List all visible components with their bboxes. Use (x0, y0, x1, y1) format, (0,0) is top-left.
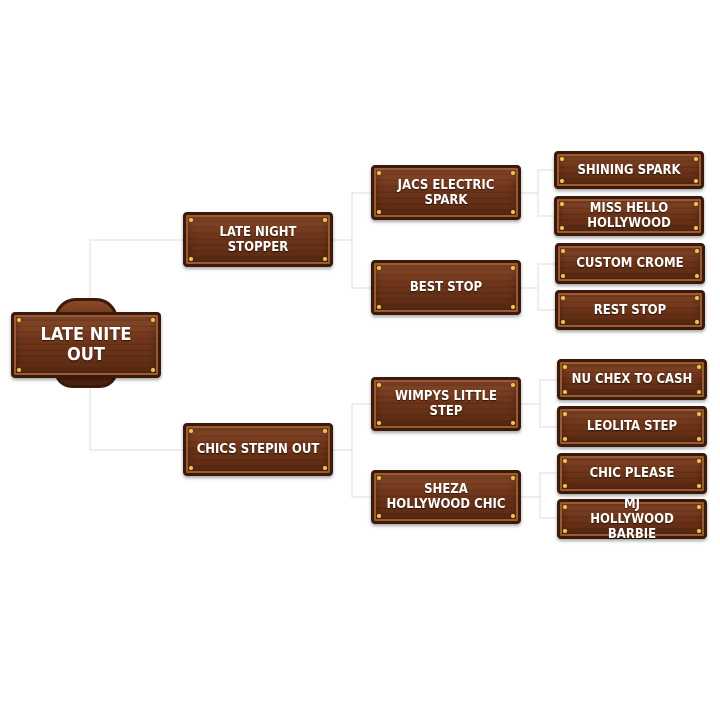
nail-decoration (697, 365, 701, 369)
nail-decoration (561, 274, 565, 278)
level3-label: NU CHEX TO CASH (571, 372, 693, 387)
nail-decoration (695, 274, 699, 278)
level2-sign: WIMPYS LITTLE STEP (371, 377, 521, 431)
nail-decoration (377, 305, 381, 309)
nail-decoration (695, 320, 699, 324)
connector-l2c-l3 (521, 379, 557, 428)
level1-sign: LATE NIGHT STOPPER (183, 212, 333, 267)
nail-decoration (511, 171, 515, 175)
level3-sign: MJ HOLLYWOOD BARBIE (557, 496, 707, 542)
level3-label: CHIC PLEASE (589, 466, 675, 481)
nail-decoration (377, 514, 381, 518)
root-label: LATE NITE OUT (40, 324, 132, 365)
level3-sign: REST STOP (555, 290, 705, 330)
nail-decoration (151, 318, 155, 322)
nail-decoration (377, 383, 381, 387)
nail-decoration (511, 514, 515, 518)
nail-decoration (323, 218, 327, 222)
nail-decoration (511, 476, 515, 480)
nail-decoration (189, 466, 193, 470)
nail-decoration (189, 257, 193, 261)
level3-sign: CUSTOM CROME (555, 243, 705, 284)
level3-label: LEOLITA STEP (586, 419, 678, 434)
level2-label: WIMPYS LITTLE STEP (395, 389, 497, 419)
nail-decoration (560, 226, 564, 230)
level3-label: CUSTOM CROME (576, 256, 684, 271)
level3-sign: LEOLITA STEP (557, 406, 707, 447)
nail-decoration (563, 505, 567, 509)
nail-decoration (563, 529, 567, 533)
connector-l2d-l3 (521, 472, 557, 519)
level3-sign: MISS HELLO HOLLYWOOD (554, 196, 704, 236)
level2-label: SHEZA HOLLYWOOD CHIC (386, 482, 506, 512)
connector-l2b-l3 (521, 263, 555, 311)
nail-decoration (17, 368, 21, 372)
nail-decoration (694, 226, 698, 230)
nail-decoration (697, 412, 701, 416)
connector-l2a-l3 (521, 169, 555, 217)
connector-root-l1a (89, 239, 184, 318)
nail-decoration (695, 249, 699, 253)
nail-decoration (189, 218, 193, 222)
connector-root-l1b (89, 372, 184, 451)
nail-decoration (563, 412, 567, 416)
nail-decoration (323, 466, 327, 470)
nail-decoration (377, 476, 381, 480)
nail-decoration (560, 157, 564, 161)
level1-label: CHICS STEPIN OUT (196, 442, 320, 457)
level3-sign: NU CHEX TO CASH (557, 359, 707, 400)
nail-decoration (511, 383, 515, 387)
nail-decoration (694, 202, 698, 206)
nail-decoration (694, 157, 698, 161)
nail-decoration (697, 529, 701, 533)
nail-decoration (697, 437, 701, 441)
nail-decoration (563, 437, 567, 441)
level2-label: BEST STOP (409, 280, 483, 295)
nail-decoration (560, 179, 564, 183)
level3-label: MJ HOLLYWOOD BARBIE (590, 496, 674, 542)
nail-decoration (511, 210, 515, 214)
nail-decoration (563, 365, 567, 369)
level3-sign: SHINING SPARK (554, 151, 704, 189)
nail-decoration (377, 210, 381, 214)
nail-decoration (563, 459, 567, 463)
nail-decoration (697, 484, 701, 488)
root-sign: LATE NITE OUT (11, 312, 161, 378)
nail-decoration (323, 257, 327, 261)
nail-decoration (189, 429, 193, 433)
nail-decoration (694, 179, 698, 183)
level1-label: LATE NIGHT STOPPER (219, 224, 297, 255)
nail-decoration (561, 296, 565, 300)
nail-decoration (511, 421, 515, 425)
connector-l1a-l2 (333, 192, 372, 289)
level3-label: SHINING SPARK (577, 162, 681, 178)
level1-sign: CHICS STEPIN OUT (183, 423, 333, 476)
nail-decoration (377, 171, 381, 175)
nail-decoration (560, 202, 564, 206)
nail-decoration (377, 266, 381, 270)
nail-decoration (697, 505, 701, 509)
level3-label: MISS HELLO HOLLYWOOD (587, 201, 671, 231)
nail-decoration (323, 429, 327, 433)
nail-decoration (561, 320, 565, 324)
nail-decoration (17, 318, 21, 322)
nail-decoration (563, 390, 567, 394)
level2-sign: SHEZA HOLLYWOOD CHIC (371, 470, 521, 524)
connector-l1b-l2 (333, 403, 372, 498)
nail-decoration (563, 484, 567, 488)
nail-decoration (377, 421, 381, 425)
nail-decoration (561, 249, 565, 253)
level2-sign: BEST STOP (371, 260, 521, 315)
level3-sign: CHIC PLEASE (557, 453, 707, 494)
level3-label: REST STOP (593, 302, 667, 318)
level2-sign: JACS ELECTRIC SPARK (371, 165, 521, 220)
level2-label: JACS ELECTRIC SPARK (397, 177, 495, 208)
nail-decoration (697, 390, 701, 394)
nail-decoration (511, 266, 515, 270)
nail-decoration (151, 368, 155, 372)
nail-decoration (511, 305, 515, 309)
nail-decoration (697, 459, 701, 463)
nail-decoration (695, 296, 699, 300)
